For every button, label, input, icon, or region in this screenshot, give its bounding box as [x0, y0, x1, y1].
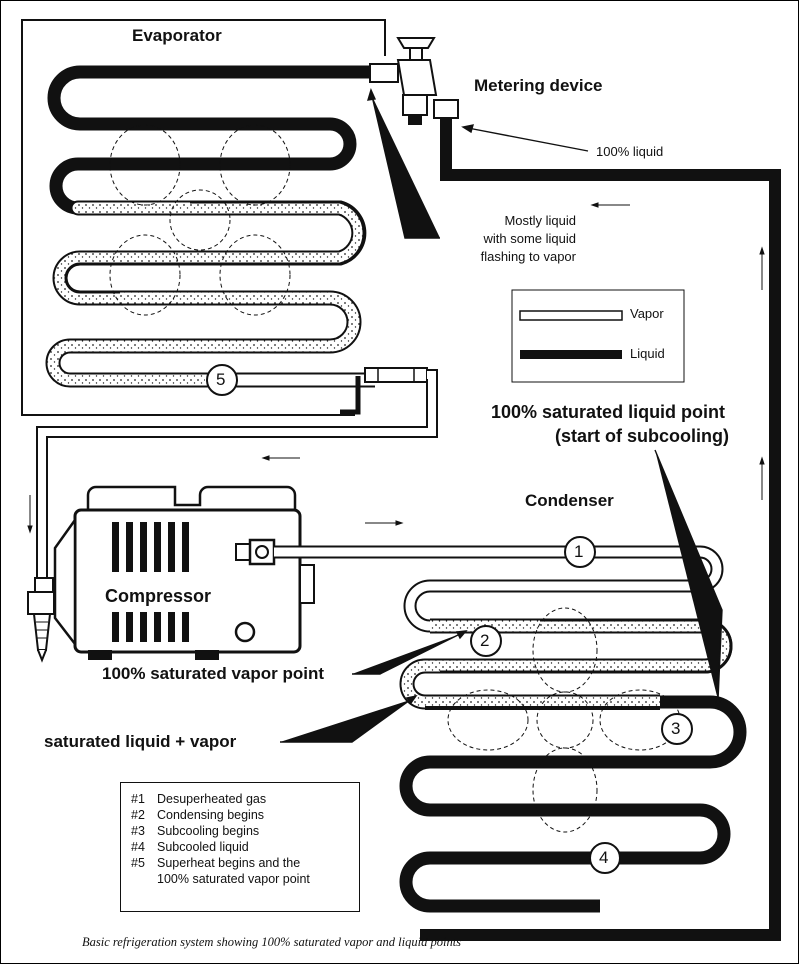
- metering-device-label: Metering device: [474, 76, 603, 95]
- key-item: 100% saturated vapor point: [157, 872, 310, 886]
- point-5-label: 5: [216, 370, 226, 389]
- point-2-label: 2: [480, 631, 490, 650]
- evaporator-box: [21, 19, 386, 416]
- sat-liquid-point-label-1: 100% saturated liquid point: [491, 402, 726, 422]
- sat-liquid-point-label-2: (start of subcooling): [555, 426, 729, 446]
- mostly-liquid-label-1: Mostly liquid: [504, 213, 576, 228]
- legend-box: [511, 289, 685, 383]
- mostly-liquid-label-2: with some liquid: [483, 231, 577, 246]
- sat-liquid-vapor-label: saturated liquid + vapor: [44, 732, 237, 751]
- evaporator-fan: [109, 124, 291, 316]
- condenser-label: Condenser: [525, 491, 614, 510]
- liquid-line: [420, 118, 781, 941]
- mostly-liquid-label-3: flashing to vapor: [480, 249, 576, 264]
- compressor-label: Compressor: [105, 586, 212, 606]
- figure-caption: Basic refrigeration system showing 100% …: [82, 935, 462, 949]
- compressor-icon: [53, 485, 315, 660]
- point-4-label: 4: [599, 848, 609, 867]
- leader-lines: [280, 87, 723, 743]
- point-circles: [206, 364, 693, 874]
- evaporator-label: Evaporator: [132, 26, 222, 45]
- legend-liquid-label: Liquid: [630, 346, 665, 361]
- evaporator-coil: [45, 65, 382, 388]
- suction-valve-icon: [27, 577, 55, 663]
- metering-device-icon: [369, 37, 459, 125]
- point-3-label: 3: [671, 719, 681, 738]
- point-1-label: 1: [574, 542, 584, 561]
- suction-filter: [364, 367, 428, 383]
- liquid-100-label: 100% liquid: [596, 144, 664, 159]
- suction-pipe-black: [340, 376, 361, 415]
- sat-vapor-point-label: 100% saturated vapor point: [102, 664, 325, 683]
- legend-vapor-label: Vapor: [630, 306, 664, 321]
- flow-arrows: [27, 202, 765, 534]
